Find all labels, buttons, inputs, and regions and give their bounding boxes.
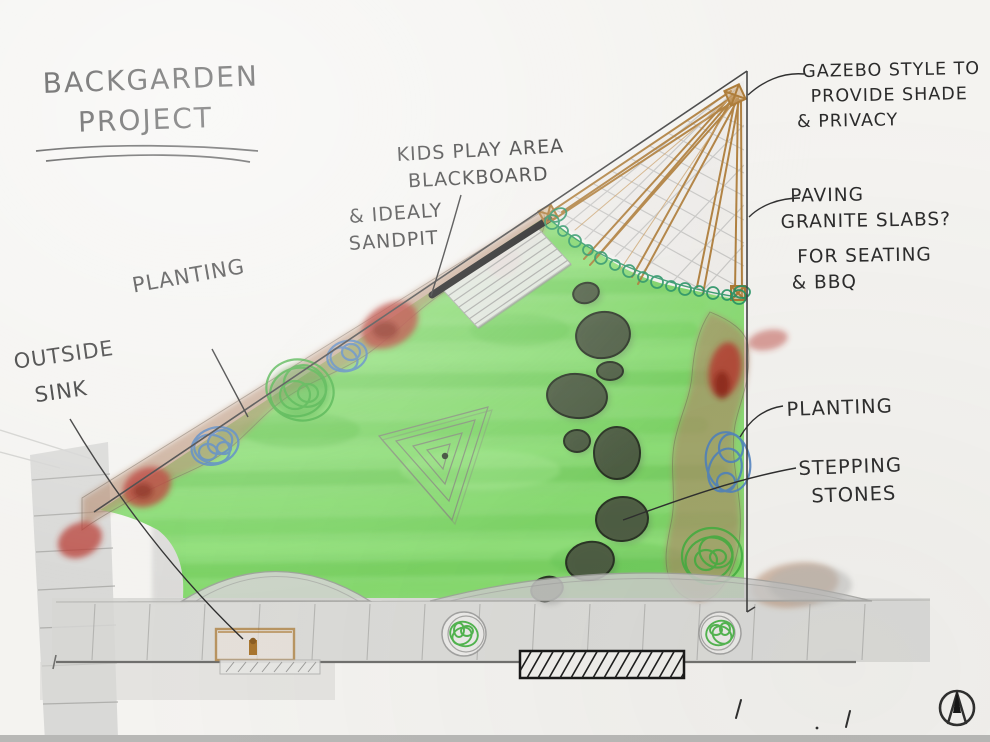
title-underline — [35, 144, 259, 163]
screen-bottom-bar — [0, 735, 990, 742]
outside-sink — [214, 627, 321, 675]
paving-leader-line — [748, 197, 801, 218]
label-line: GAZEBO STYLE TO — [802, 58, 981, 82]
label-line: & BBQ — [791, 271, 858, 294]
label-line: FOR SEATING — [797, 243, 932, 268]
label-line: PROVIDE SHADE — [810, 83, 968, 107]
kids-play-area — [428, 215, 572, 330]
garland-plants — [544, 207, 751, 305]
label-line: PAVING — [790, 184, 865, 207]
outside-sink-label: OUTSIDE SINK — [12, 334, 121, 413]
label-line: PLANTING — [786, 394, 894, 421]
pen-tick-marks — [735, 699, 851, 730]
stepping-stones-leader-line — [622, 467, 797, 521]
label-line: GRANITE SLABS? — [780, 209, 952, 234]
north-arrow-icon — [938, 689, 976, 727]
title-line: BACKGARDEN — [42, 59, 260, 100]
label-line: STONES — [811, 481, 897, 508]
planter-pot — [698, 611, 742, 655]
page-title: BACKGARDEN PROJECT — [42, 56, 261, 143]
planting-right-label: PLANTING — [786, 392, 893, 423]
title-line: PROJECT — [77, 100, 214, 139]
planting-right-leader-line — [739, 405, 784, 438]
blackboard-line — [428, 215, 553, 299]
rotary-line-sketch — [377, 406, 493, 526]
planting-left-leader-line — [211, 348, 249, 418]
plot-boundary — [93, 70, 756, 613]
gazebo-leader-line — [747, 73, 805, 96]
outside-sink-leader-line — [69, 418, 244, 640]
gazebo-label: GAZEBO STYLE TO PROVIDE SHADE & PRIVACY — [797, 57, 981, 135]
planting-bed-left — [57, 210, 546, 559]
stepping-stones-label: STEPPING STONES — [798, 451, 903, 510]
paving-label: PAVING GRANITE SLABS? FOR SEATING & BBQ — [780, 181, 952, 297]
patio-arches — [52, 565, 931, 670]
shrub-scribble — [265, 358, 335, 422]
label-line: & PRIVACY — [796, 110, 899, 132]
planter-pot — [441, 611, 487, 657]
gazebo-sails — [548, 90, 743, 298]
kids-play-area-label: KIDS PLAY AREA BLACKBOARD — [396, 133, 566, 196]
kids-play-leader-line — [430, 194, 462, 297]
door-mat — [518, 649, 686, 680]
label-line: STEPPING — [798, 453, 903, 480]
sandpit-label: & IDEALY SANDPIT — [348, 197, 445, 257]
stepping-stones — [530, 281, 651, 604]
